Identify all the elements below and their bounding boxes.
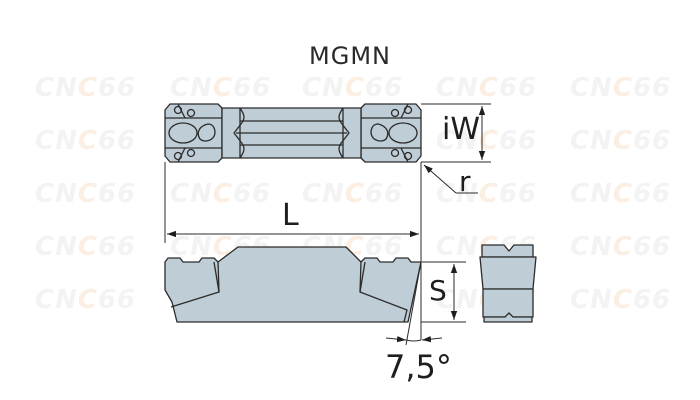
height-label-s: S <box>429 274 447 307</box>
angle-label: 7,5° <box>385 348 452 386</box>
side-view <box>164 246 422 323</box>
top-view <box>164 103 422 163</box>
watermark-text: CNC66 <box>35 73 137 103</box>
watermark-text: CNC66 <box>35 285 137 315</box>
watermark-text: CNC66 <box>570 232 672 262</box>
watermark-text: CNC66 <box>302 73 404 103</box>
watermark-text: CNC66 <box>302 179 404 209</box>
end-view <box>479 244 537 323</box>
radius-label-r: r <box>459 165 471 198</box>
watermark-text: CNC66 <box>570 126 672 156</box>
watermark-text: CNC66 <box>570 179 672 209</box>
watermark-text: CNC66 <box>35 179 137 209</box>
watermark-text: CNC66 <box>35 126 137 156</box>
width-label-iw: iW <box>442 112 480 147</box>
watermark-text: CNC66 <box>436 179 538 209</box>
watermark-text: CNC66 <box>436 73 538 103</box>
diagram-title: MGMN <box>309 42 391 70</box>
watermark-text: CNC66 <box>170 179 272 209</box>
watermark-text: CNC66 <box>570 285 672 315</box>
watermark-text: CNC66 <box>170 73 272 103</box>
watermark-text: CNC66 <box>35 232 137 262</box>
length-label-l: L <box>282 198 299 233</box>
watermark-text: CNC66 <box>570 73 672 103</box>
